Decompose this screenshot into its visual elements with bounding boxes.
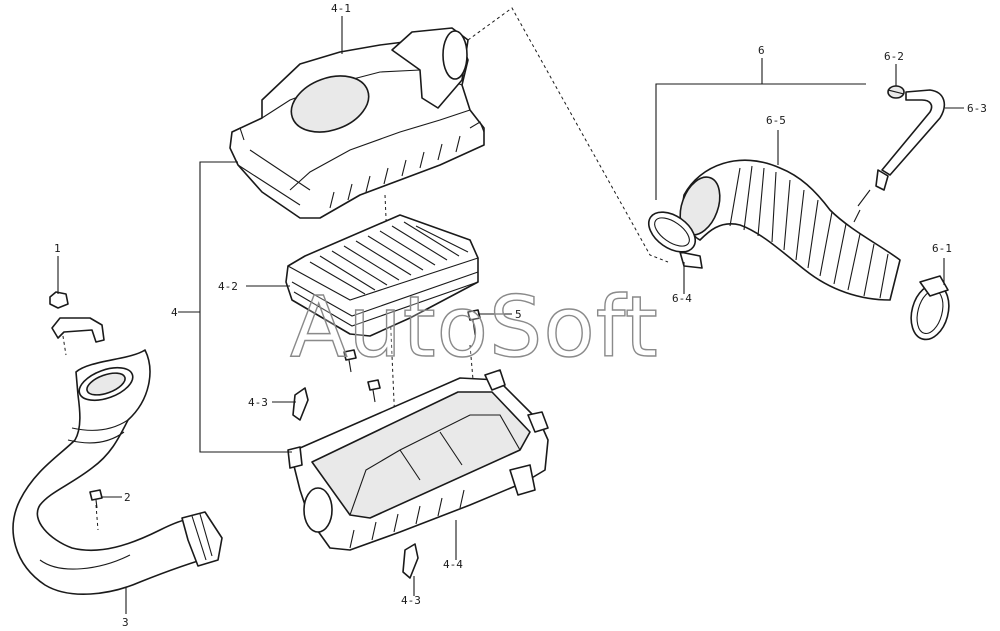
bracket-clip [49,291,105,343]
callout-4-4: 4-4 [443,558,463,571]
clip-lower [402,543,419,579]
callout-4-3-lower: 4-3 [401,594,421,607]
callout-4: 4 [171,306,178,319]
leader-lines [57,16,964,614]
callout-5: 5 [515,308,522,321]
callout-6-4: 6-4 [672,292,692,305]
callout-labels: 4-1 4 4-2 4-3 4-4 4-3 5 1 2 3 6 6-2 6-3 … [54,2,987,629]
corrugated-intake-duct [679,159,901,301]
callout-6-3: 6-3 [967,102,987,115]
air-cleaner-upper-cover [229,27,485,219]
callout-6-1: 6-1 [932,242,952,255]
bolt-group [343,309,481,403]
small-clamp [887,85,905,99]
hose-clamp-left [648,211,703,269]
intake-hose [12,349,223,595]
callout-3: 3 [122,616,129,629]
hose-bolt [89,489,103,509]
callout-4-1: 4-1 [331,2,351,15]
callout-1: 1 [54,242,61,255]
hose-clamp-right [910,275,950,341]
air-cleaner-lower-housing [287,369,549,551]
watermark-text: AutoSoft [290,278,659,376]
callout-6: 6 [758,44,765,57]
callout-4-3-upper: 4-3 [248,396,268,409]
callout-6-5: 6-5 [766,114,786,127]
callout-2: 2 [124,491,131,504]
callout-6-2: 6-2 [884,50,904,63]
vent-tube [853,89,946,223]
callout-4-2: 4-2 [218,280,238,293]
clip-upper [292,387,309,421]
air-filter-element [285,214,479,337]
